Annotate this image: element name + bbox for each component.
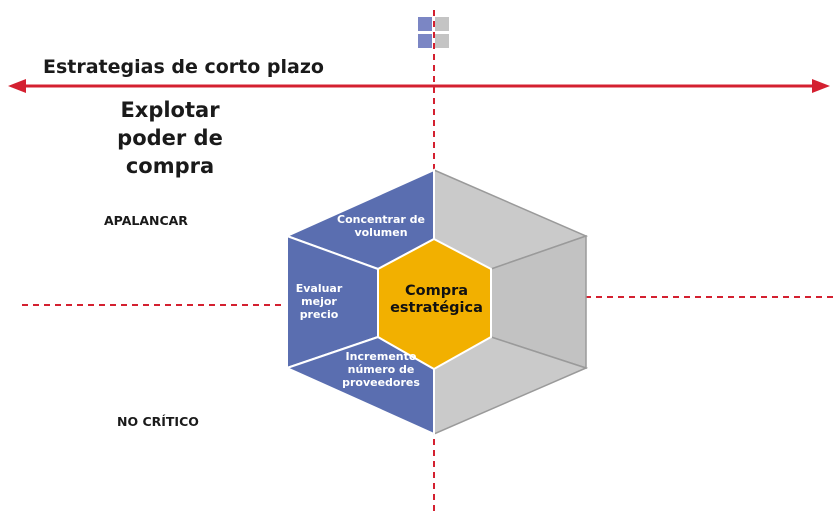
quadrant-label-no-critico: NO CRÍTICO <box>117 414 199 429</box>
segment-bottom-line3: proveedores <box>342 376 420 389</box>
segment-label-bottom: Incremento número de proveedores <box>331 350 431 389</box>
strategy-title-line1: Explotar <box>120 98 220 122</box>
hex-center-label: Compra estratégica <box>381 283 492 317</box>
segment-left-line2: mejor <box>301 295 337 308</box>
segment-label-left: Evaluar mejor precio <box>292 282 346 321</box>
quadrant-matrix-icon <box>418 17 449 48</box>
double-headed-arrow-icon <box>8 79 830 93</box>
segment-bottom-line1: Incremento <box>345 350 417 363</box>
center-line1: Compra <box>404 283 469 299</box>
arrow-label: Estrategias de corto plazo <box>43 56 324 78</box>
segment-top-line1: Concentrar de <box>337 213 425 226</box>
strategy-title-line2: poder de compra <box>117 126 223 178</box>
segment-label-top: Concentrar de volumen <box>331 213 431 239</box>
strategy-hexagon <box>284 168 589 436</box>
segment-left-line1: Evaluar <box>295 282 343 295</box>
segment-left-line3: precio <box>299 308 339 321</box>
segment-top-line2: volumen <box>354 226 408 239</box>
segment-bottom-line2: número de <box>347 363 415 376</box>
hex-center <box>377 237 492 371</box>
center-line2: estratégica <box>390 300 483 316</box>
quadrant-label-apalancar: APALANCAR <box>104 213 188 228</box>
strategy-title: Explotar poder de compra <box>72 96 268 180</box>
